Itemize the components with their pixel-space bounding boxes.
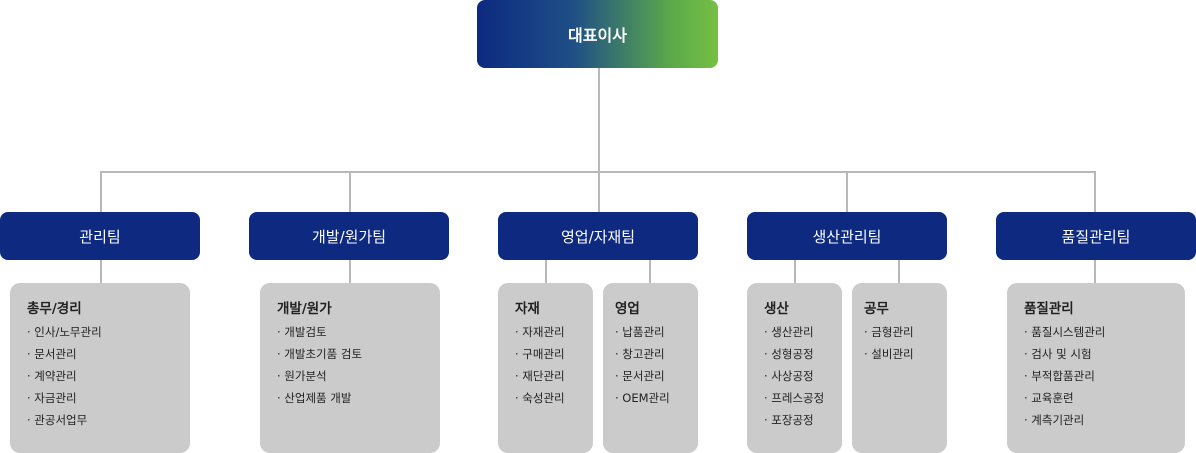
group-item: · 계약관리 (27, 369, 77, 383)
group-item: · 개발초기품 검토 (277, 347, 363, 361)
group-item: · 생산관리 (764, 325, 814, 339)
connector (349, 171, 351, 212)
group-title: 영업 (615, 301, 640, 317)
team-admin: 관리팀 (0, 212, 200, 260)
group-item: · 검사 및 시험 (1024, 347, 1092, 361)
group-item: · 원가분석 (277, 369, 327, 383)
connector (649, 260, 651, 283)
group-item: · 포장공정 (764, 413, 814, 427)
group-item: · 교육훈련 (1024, 391, 1074, 405)
group-item: · 자금관리 (27, 391, 77, 405)
group-item: · 관공서업무 (27, 413, 88, 427)
team-quality: 품질관리팀 (996, 212, 1196, 260)
group-item: · 사상공정 (764, 369, 814, 383)
group-title: 총무/경리 (27, 301, 82, 317)
group-title: 품질관리 (1024, 301, 1074, 317)
group-item: · 개발검토 (277, 325, 327, 339)
group-item: · 숙성관리 (515, 391, 565, 405)
team-production: 생산관리팀 (747, 212, 947, 260)
connector (898, 260, 900, 283)
group-item: · 계측기관리 (1024, 413, 1085, 427)
ceo-node: 대표이사 (477, 0, 718, 68)
connector (846, 171, 848, 212)
connector (100, 260, 102, 283)
group-item: · 납품관리 (615, 325, 665, 339)
group-item: · 성형공정 (764, 347, 814, 361)
group-box: 총무/경리 · 인사/노무관리 · 문서관리 · 계약관리 · 자금관리 · 관공서업무 (10, 283, 190, 453)
group-item: · 품질시스템관리 (1024, 325, 1106, 339)
team-dev-cost: 개발/원가팀 (249, 212, 449, 260)
group-box: 개발/원가 · 개발검토 · 개발초기품 검토 · 원가분석 · 산업제품 개발 (260, 283, 440, 453)
group-box: 공무 · 금형관리 · 설비관리 (852, 283, 947, 453)
group-box: 품질관리 · 품질시스템관리 · 검사 및 시험 · 부적합품관리 · 교육훈련 · 계측… (1007, 283, 1185, 453)
group-item: · 창고관리 (615, 347, 665, 361)
connector (100, 171, 102, 212)
group-item: · 재단관리 (515, 369, 565, 383)
group-box: 영업 · 납품관리 · 창고관리 · 문서관리 · OEM관리 (603, 283, 698, 453)
group-title: 자재 (515, 301, 540, 317)
connector (598, 171, 600, 212)
connector (1094, 260, 1096, 283)
group-box: 자재 · 자재관리 · 구매관리 · 재단관리 · 숙성관리 (498, 283, 593, 453)
group-item: · 구매관리 (515, 347, 565, 361)
group-title: 개발/원가 (277, 301, 332, 317)
group-item: · 금형관리 (864, 325, 914, 339)
group-item: · 설비관리 (864, 347, 914, 361)
group-box: 생산 · 생산관리 · 성형공정 · 사상공정 · 프레스공정 · 포장공정 (747, 283, 842, 453)
connector (349, 260, 351, 283)
group-item: · 부적합품관리 (1024, 369, 1095, 383)
team-sales-material: 영업/자재팀 (498, 212, 698, 260)
group-title: 생산 (764, 301, 789, 317)
group-item: · OEM관리 (615, 391, 670, 405)
group-title: 공무 (864, 301, 889, 317)
group-item: · 프레스공정 (764, 391, 825, 405)
group-item: · 자재관리 (515, 325, 565, 339)
connector (1094, 171, 1096, 212)
connector (794, 260, 796, 283)
group-item: · 산업제품 개발 (277, 391, 352, 405)
group-item: · 인사/노무관리 (27, 325, 102, 339)
connector (598, 68, 600, 173)
group-item: · 문서관리 (27, 347, 77, 361)
connector (545, 260, 547, 283)
group-item: · 문서관리 (615, 369, 665, 383)
